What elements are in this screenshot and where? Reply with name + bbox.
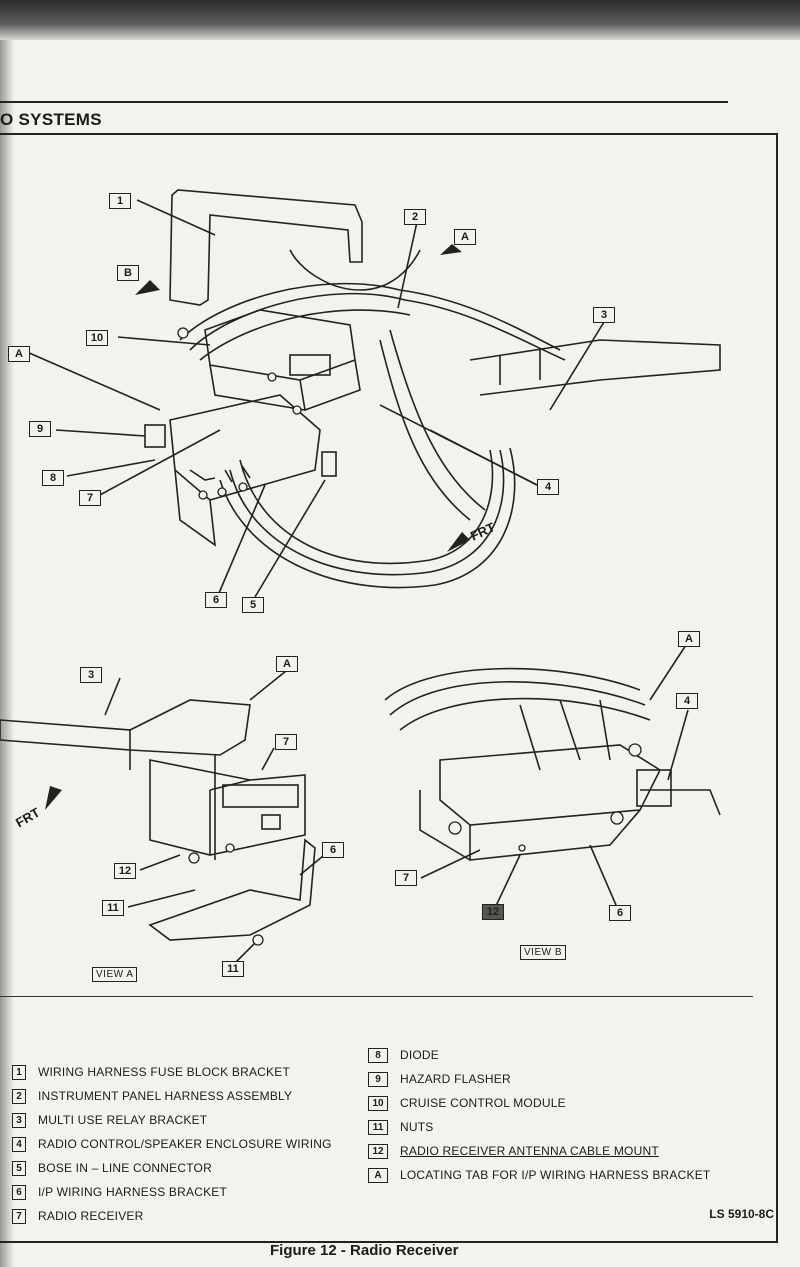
legend-text: BOSE IN – LINE CONNECTOR bbox=[38, 1161, 212, 1175]
legend-right: 8 DIODE 9 HAZARD FLASHER 10 CRUISE CONTROL … bbox=[368, 1043, 710, 1187]
callout-5: 5 bbox=[242, 597, 264, 613]
legend-text: I/P WIRING HARNESS BRACKET bbox=[38, 1185, 228, 1199]
view-a-callout-7: 7 bbox=[275, 734, 297, 750]
legend-item: 6 I/P WIRING HARNESS BRACKET bbox=[12, 1180, 332, 1204]
legend-text: CRUISE CONTROL MODULE bbox=[400, 1096, 566, 1110]
legend-number: 4 bbox=[12, 1136, 26, 1152]
legend-number: 12 bbox=[368, 1143, 388, 1159]
legend-number: 11 bbox=[368, 1119, 388, 1135]
legend-text: INSTRUMENT PANEL HARNESS ASSEMBLY bbox=[38, 1089, 293, 1103]
legend-number: 5 bbox=[12, 1160, 26, 1176]
legend-item: 9 HAZARD FLASHER bbox=[368, 1067, 710, 1091]
view-a-callout-A: A bbox=[276, 656, 298, 672]
legend-text: MULTI USE RELAY BRACKET bbox=[38, 1113, 208, 1127]
fuse-block-bracket-drawing bbox=[169, 189, 363, 306]
callout-7: 7 bbox=[79, 490, 101, 506]
legend-item: 4 RADIO CONTROL/SPEAKER ENCLOSURE WIRING bbox=[12, 1132, 332, 1156]
legend-item: 11 NUTS bbox=[368, 1115, 710, 1139]
view-a-harness-bracket-drawing bbox=[148, 838, 316, 941]
figure-frame bbox=[0, 133, 778, 1243]
legend-text: RADIO RECEIVER bbox=[38, 1209, 144, 1223]
legend-item: 3 MULTI USE RELAY BRACKET bbox=[12, 1108, 332, 1132]
callout-8: 8 bbox=[42, 470, 64, 486]
legend-number: 2 bbox=[12, 1088, 26, 1104]
legend-number: 8 bbox=[368, 1047, 388, 1063]
legend-text: DIODE bbox=[400, 1048, 440, 1062]
page-top-shadow bbox=[0, 0, 800, 40]
view-a-relay-bracket-drawing bbox=[0, 699, 251, 756]
legend-divider bbox=[0, 996, 753, 997]
legend-number: 9 bbox=[368, 1071, 388, 1087]
legend-item: 12 RADIO RECEIVER ANTENNA CABLE MOUNT bbox=[368, 1139, 710, 1163]
view-b-callout-6: 6 bbox=[609, 905, 631, 921]
view-b-callout-12: 12 bbox=[482, 904, 504, 920]
view-b-title: VIEW B bbox=[520, 945, 567, 960]
header-rule bbox=[0, 101, 728, 103]
legend-text: WIRING HARNESS FUSE BLOCK BRACKET bbox=[38, 1065, 290, 1079]
relay-bracket-drawing bbox=[469, 339, 721, 396]
view-a-callout-11a: 11 bbox=[102, 900, 124, 916]
legend-number: 1 bbox=[12, 1064, 26, 1080]
legend-text: RADIO RECEIVER ANTENNA CABLE MOUNT bbox=[400, 1144, 659, 1158]
callout-3: 3 bbox=[593, 307, 615, 323]
harness-bundle-drawing bbox=[179, 282, 561, 351]
legend-number: 7 bbox=[12, 1208, 26, 1224]
legend-number: 6 bbox=[12, 1184, 26, 1200]
view-a-callout-3: 3 bbox=[80, 667, 102, 683]
callout-4: 4 bbox=[537, 479, 559, 495]
callout-2: 2 bbox=[404, 209, 426, 225]
view-b-callout-7: 7 bbox=[395, 870, 417, 886]
legend-item: 7 RADIO RECEIVER bbox=[12, 1204, 332, 1228]
view-a-callout-11b: 11 bbox=[222, 961, 244, 977]
callout-10: 10 bbox=[86, 330, 108, 346]
legend-item: A LOCATING TAB FOR I/P WIRING HARNESS BRA… bbox=[368, 1163, 710, 1187]
callout-1: 1 bbox=[109, 193, 131, 209]
section-title: O SYSTEMS bbox=[0, 110, 102, 129]
legend-text: HAZARD FLASHER bbox=[400, 1072, 511, 1086]
view-b-harness-drawing bbox=[384, 667, 641, 701]
view-a-callout-12: 12 bbox=[114, 863, 136, 879]
figure-caption: Figure 12 - Radio Receiver bbox=[270, 1242, 459, 1259]
legend-left: 1 WIRING HARNESS FUSE BLOCK BRACKET 2 INST… bbox=[12, 1060, 332, 1228]
legend-item: 1 WIRING HARNESS FUSE BLOCK BRACKET bbox=[12, 1060, 332, 1084]
callout-A-left: A bbox=[8, 346, 30, 362]
view-b-callout-4: 4 bbox=[676, 693, 698, 709]
legend-text: NUTS bbox=[400, 1120, 434, 1134]
callout-A-top: A bbox=[454, 229, 476, 245]
view-b-radio-drawing bbox=[439, 744, 662, 826]
legend-text: LOCATING TAB FOR I/P WIRING HARNESS BRAC… bbox=[400, 1168, 711, 1182]
legend-number: 3 bbox=[12, 1112, 26, 1128]
legend-item: 2 INSTRUMENT PANEL HARNESS ASSEMBLY bbox=[12, 1084, 332, 1108]
figure-code: LS 5910-8C bbox=[709, 1207, 774, 1221]
view-a-callout-6: 6 bbox=[322, 842, 344, 858]
legend-item: 8 DIODE bbox=[368, 1043, 710, 1067]
legend-text: RADIO CONTROL/SPEAKER ENCLOSURE WIRING bbox=[38, 1137, 332, 1151]
view-a-title: VIEW A bbox=[92, 967, 138, 982]
callout-B: B bbox=[117, 265, 139, 281]
legend-item: 10 CRUISE CONTROL MODULE bbox=[368, 1091, 710, 1115]
callout-6: 6 bbox=[205, 592, 227, 608]
legend-number: 10 bbox=[368, 1095, 388, 1111]
callout-9: 9 bbox=[29, 421, 51, 437]
radio-receiver-diagram bbox=[0, 189, 721, 963]
legend-number: A bbox=[368, 1167, 388, 1183]
legend-item: 5 BOSE IN – LINE CONNECTOR bbox=[12, 1156, 332, 1180]
view-b-callout-A: A bbox=[678, 631, 700, 647]
